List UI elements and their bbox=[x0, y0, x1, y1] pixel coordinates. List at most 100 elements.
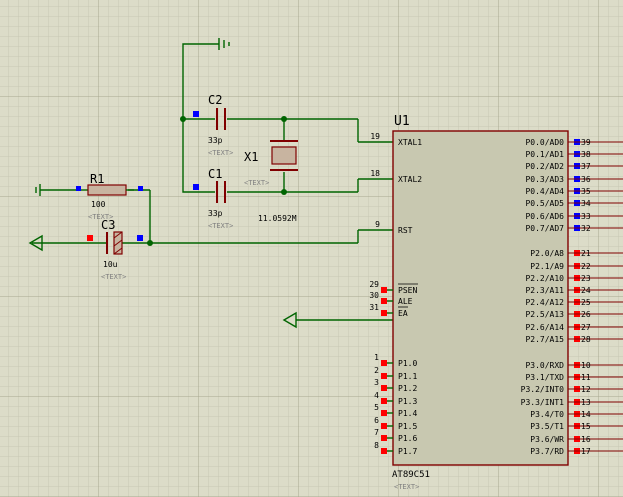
vcc-terminal-arrow[interactable] bbox=[28, 234, 43, 252]
pin-number: 25 bbox=[581, 298, 591, 307]
pin-number: 10 bbox=[581, 361, 591, 370]
chip-text: <TEXT> bbox=[394, 483, 419, 491]
pin-number: 34 bbox=[581, 199, 591, 208]
pin-marker bbox=[381, 448, 387, 454]
chip-pin-p1-3[interactable]: 4P1.3 bbox=[374, 391, 417, 406]
pin-number: 16 bbox=[581, 435, 591, 444]
pin-marker bbox=[381, 398, 387, 404]
chip-pin-p0-2-ad2[interactable]: 37 P0.2/AD2 bbox=[525, 162, 623, 171]
pin-name: P1.2 bbox=[398, 384, 417, 393]
wires bbox=[32, 38, 393, 321]
pin-name: P0.4/AD4 bbox=[525, 187, 564, 196]
pin-name: P2.5/A13 bbox=[525, 310, 564, 319]
pin-number: 37 bbox=[581, 162, 591, 171]
pin-name: P3.6/WR bbox=[530, 435, 564, 444]
pin-number: 23 bbox=[581, 274, 591, 283]
crystal-x1[interactable]: X1 <TEXT> 11.0592M bbox=[244, 140, 298, 223]
pin-number: 13 bbox=[581, 398, 591, 407]
pin-name: XTAL2 bbox=[398, 175, 422, 184]
pin-name: P0.2/AD2 bbox=[525, 162, 564, 171]
pin-name: XTAL1 bbox=[398, 138, 422, 147]
r1-ref: R1 bbox=[90, 172, 104, 186]
c2-value: 33p bbox=[208, 136, 223, 145]
ea-terminal-arrow[interactable] bbox=[282, 311, 297, 329]
pin-name: P3.5/T1 bbox=[530, 422, 564, 431]
r1-pin-right bbox=[138, 186, 143, 191]
c3-pin-left bbox=[87, 235, 93, 241]
pin-number: 11 bbox=[581, 373, 591, 382]
capacitor-c2[interactable]: C2 33p <TEXT> bbox=[193, 93, 233, 157]
pin-number: 29 bbox=[369, 280, 379, 289]
pin-number: 19 bbox=[370, 132, 380, 141]
chip-pin-p1-2[interactable]: 3P1.2 bbox=[374, 378, 417, 393]
pin-name: P1.6 bbox=[398, 434, 417, 443]
chip-pin-p1-1[interactable]: 2P1.1 bbox=[374, 366, 417, 381]
pin-name: PSEN bbox=[398, 286, 417, 295]
chip-pin-p1-4[interactable]: 5P1.4 bbox=[374, 403, 417, 418]
chip-u1[interactable]: U1 AT89C51 <TEXT> 19XTAL118XTAL29RST29PS… bbox=[369, 114, 623, 491]
pin-name: P3.7/RD bbox=[530, 447, 564, 456]
pin-name: P2.2/A10 bbox=[525, 274, 564, 283]
pin-marker bbox=[381, 373, 387, 379]
pin-marker bbox=[381, 360, 387, 366]
capacitor-c3[interactable]: C3 10u <TEXT> bbox=[87, 218, 143, 281]
pin-name: ALE bbox=[398, 297, 413, 306]
pin-name: P0.7/AD7 bbox=[525, 224, 564, 233]
pin-number: 33 bbox=[581, 212, 591, 221]
chip-ref: U1 bbox=[394, 114, 410, 129]
chip-pin-p1-6[interactable]: 7P1.6 bbox=[374, 428, 417, 443]
pin-number: 4 bbox=[374, 391, 379, 400]
chip-pin-p3-6-wr[interactable]: 16 P3.6/WR bbox=[530, 435, 623, 444]
c3-pin-right bbox=[137, 235, 143, 241]
pin-marker bbox=[381, 310, 387, 316]
pin-number: 8 bbox=[374, 441, 379, 450]
pin-marker bbox=[381, 298, 387, 304]
pin-number: 5 bbox=[374, 403, 379, 412]
chip-pin-p2-2-a10[interactable]: 23 P2.2/A10 bbox=[525, 274, 623, 283]
chip-body bbox=[392, 130, 569, 466]
capacitor-c1[interactable]: C1 33p <TEXT> bbox=[193, 167, 233, 230]
pin-number: 14 bbox=[581, 410, 591, 419]
junctions bbox=[147, 116, 287, 246]
resistor-r1[interactable]: R1 100 <TEXT> bbox=[76, 172, 143, 221]
pin-number: 18 bbox=[370, 169, 380, 178]
pin-number: 7 bbox=[374, 428, 379, 437]
chip-pin-p1-5[interactable]: 6P1.5 bbox=[374, 416, 417, 431]
pin-name: P2.1/A9 bbox=[530, 262, 564, 271]
pin-name: P0.0/AD0 bbox=[525, 138, 564, 147]
chip-pin-p1-0[interactable]: 1P1.0 bbox=[374, 353, 417, 368]
chip-pin-p1-7[interactable]: 8P1.7 bbox=[374, 441, 417, 456]
pin-number: 3 bbox=[374, 378, 379, 387]
c3-value: 10u bbox=[103, 260, 118, 269]
r1-pin-left bbox=[76, 186, 81, 191]
